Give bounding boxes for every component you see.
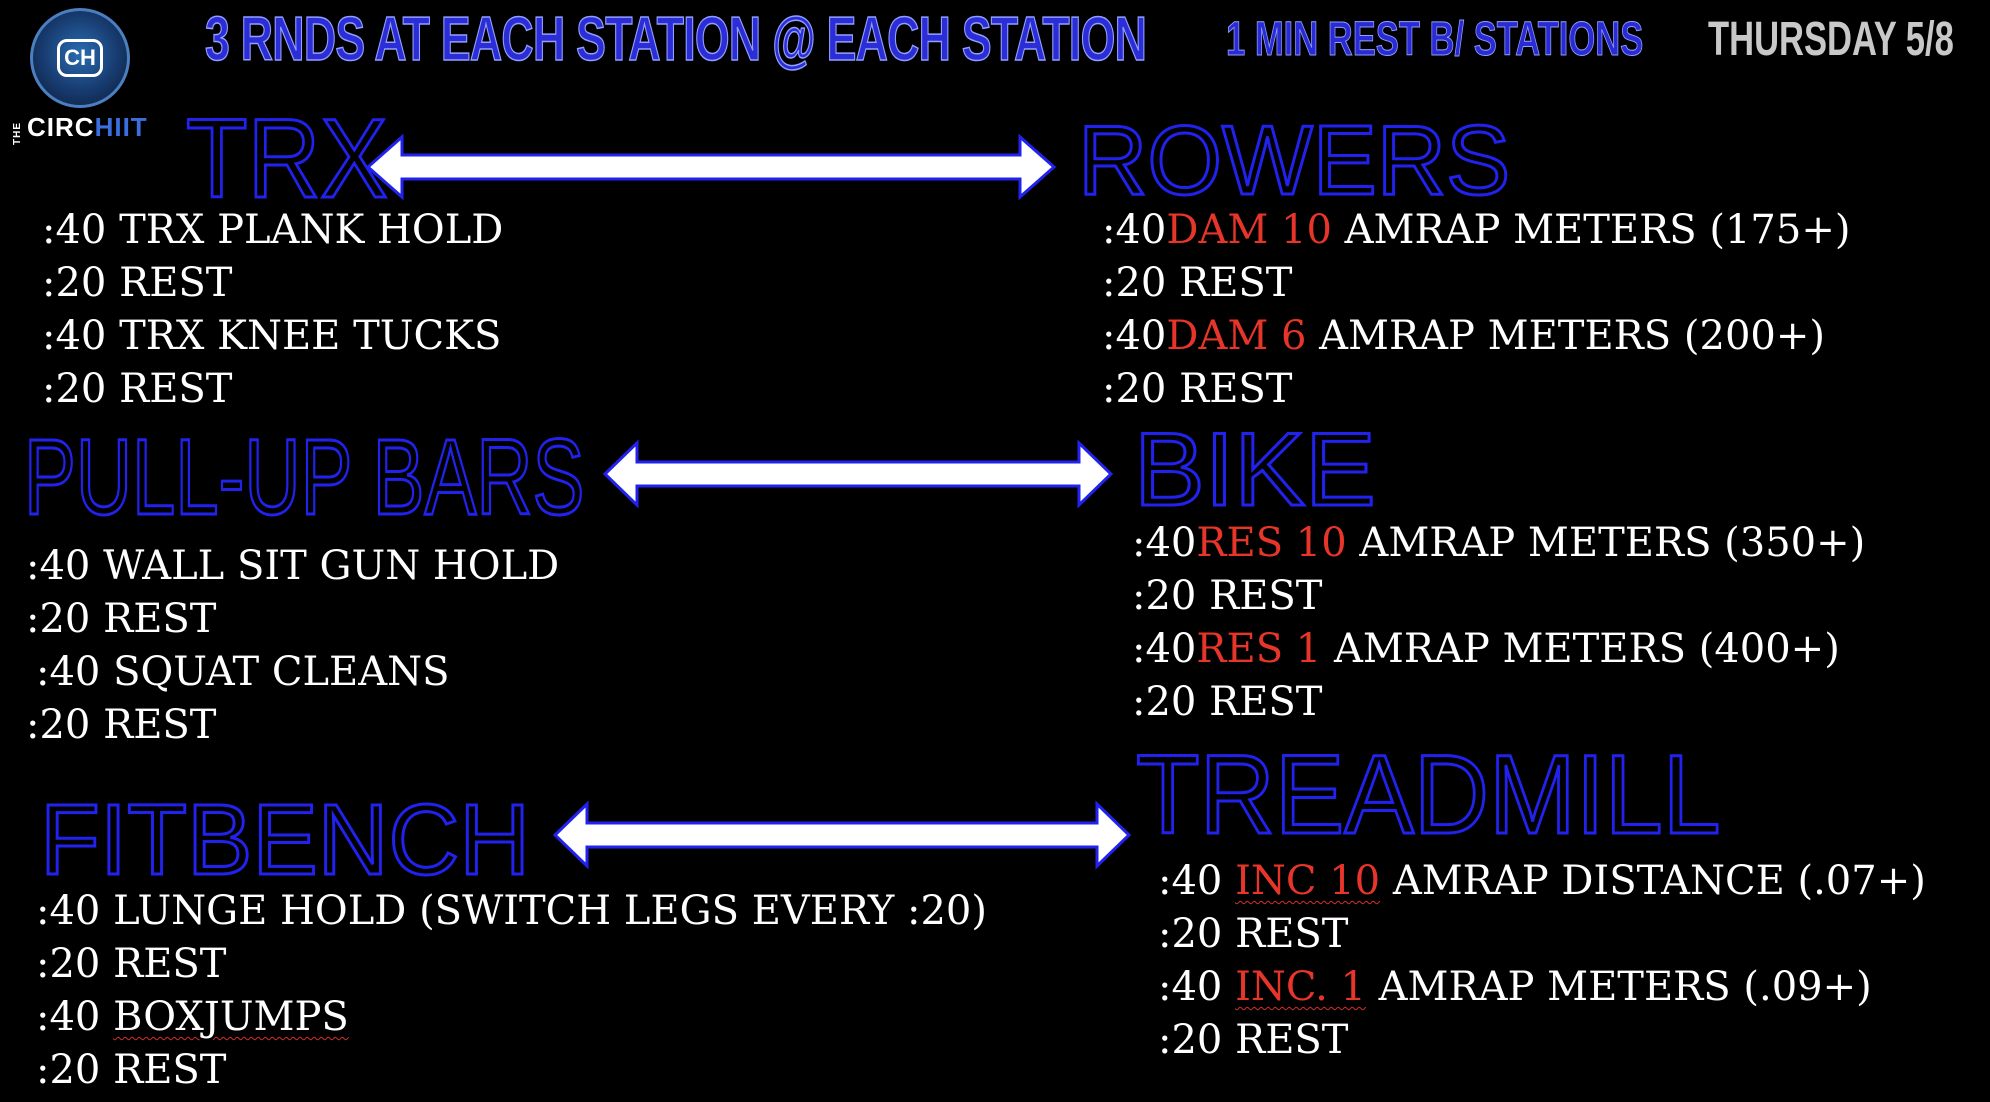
circhiit-logo-icon: CH <box>30 8 130 108</box>
logo-hiit: HIIT <box>94 112 148 142</box>
exercise-setting: RES 1 <box>1196 626 1322 672</box>
logo-circ: CIRC <box>27 112 95 142</box>
exercise-line: :20 REST <box>1102 366 1293 412</box>
exercise-line: :20 REST <box>1158 911 1349 957</box>
header-rest-note: 1 MIN REST B/ STATIONS <box>1226 13 1644 67</box>
header-date: THURSDAY 5/8 <box>1708 13 1954 66</box>
exercise-setting: DAM 10 <box>1166 207 1332 253</box>
exercise-line: :20 REST <box>1132 679 1323 725</box>
exercise-line: :40 INC. 1 AMRAP METERS (.09+) <box>1158 961 1926 1014</box>
exercise-line: :40 SQUAT CLEANS <box>36 649 450 695</box>
exercise-line: :40 WALL SIT GUN HOLD <box>26 543 560 589</box>
logo-the: THE <box>12 122 23 145</box>
exercise-line: :20 REST <box>42 366 233 412</box>
station-title-trx: TRX <box>185 96 389 221</box>
double-arrow-icon <box>602 439 1114 509</box>
exercise-setting: INC 10 <box>1235 858 1381 904</box>
exercise-line: :20 REST <box>1132 573 1323 619</box>
station-title-bike: BIKE <box>1132 412 1377 528</box>
exercise-line: :20 REST <box>42 260 233 306</box>
station-title-pull-up-bars: PULL-UP BARS <box>23 416 586 537</box>
exercise-time: :40 <box>1132 626 1197 672</box>
exercise-line: :40 BOXJUMPS <box>36 991 987 1044</box>
station-title-rowers: ROWERS <box>1077 105 1512 215</box>
exercise-goal: AMRAP METERS (.09+) <box>1365 964 1872 1010</box>
exercise-goal: AMRAP METERS (175+) <box>1331 207 1851 253</box>
header-title: 3 RNDS AT EACH STATION @ EACH STATION <box>204 4 1147 75</box>
trx-exercise-list: :40 TRX PLANK HOLD :20 REST :40 TRX KNEE… <box>42 204 503 416</box>
exercise-line: :40 LUNGE HOLD (SWITCH LEGS EVERY :20) <box>36 888 987 934</box>
exercise-line: :20 REST <box>26 702 217 748</box>
exercise-line: :20 REST <box>36 1047 227 1093</box>
exercise-time: :40 <box>1102 207 1167 253</box>
exercise-line: :40 INC 10 AMRAP DISTANCE (.07+) <box>1158 855 1926 908</box>
double-arrow-icon <box>365 133 1057 201</box>
fitbench-exercise-list: :40 LUNGE HOLD (SWITCH LEGS EVERY :20) :… <box>36 885 987 1097</box>
exercise-line: :40 TRX PLANK HOLD <box>42 207 504 253</box>
exercise-name: BOXJUMPS <box>113 994 349 1040</box>
station-title-treadmill: TREADMILL <box>1135 732 1722 857</box>
rowers-exercise-list: :40DAM 10 AMRAP METERS (175+) :20 REST :… <box>1102 204 1850 416</box>
treadmill-exercise-list: :40 INC 10 AMRAP DISTANCE (.07+) :20 RES… <box>1158 855 1926 1067</box>
exercise-goal: AMRAP DISTANCE (.07+) <box>1380 858 1926 904</box>
exercise-line: :20 REST <box>36 941 227 987</box>
exercise-line: :40RES 10 AMRAP METERS (350+) <box>1132 517 1865 570</box>
exercise-time: :40 <box>1158 858 1236 904</box>
double-arrow-icon <box>552 800 1132 870</box>
exercise-setting: INC. 1 <box>1235 964 1366 1010</box>
exercise-time: :40 <box>1132 520 1197 566</box>
exercise-line: :40 TRX KNEE TUCKS <box>42 313 502 359</box>
exercise-time: :40 <box>36 994 114 1040</box>
pull-up-exercise-list: :40 WALL SIT GUN HOLD :20 REST :40 SQUAT… <box>26 540 559 752</box>
exercise-line: :40DAM 6 AMRAP METERS (200+) <box>1102 310 1850 363</box>
exercise-goal: AMRAP METERS (350+) <box>1346 520 1866 566</box>
exercise-line: :40RES 1 AMRAP METERS (400+) <box>1132 623 1865 676</box>
station-title-fitbench: FITBENCH <box>39 784 532 896</box>
exercise-line: :20 REST <box>26 596 217 642</box>
exercise-line: :20 REST <box>1158 1017 1349 1063</box>
bike-exercise-list: :40RES 10 AMRAP METERS (350+) :20 REST :… <box>1132 517 1865 729</box>
logo-wordmark: THE CIRCHIIT <box>6 112 148 145</box>
exercise-line: :20 REST <box>1102 260 1293 306</box>
exercise-setting: RES 10 <box>1196 520 1347 566</box>
logo-mark: CH <box>57 39 103 77</box>
exercise-goal: AMRAP METERS (400+) <box>1321 626 1840 672</box>
exercise-time: :40 <box>1102 313 1167 359</box>
exercise-time: :40 <box>1158 964 1236 1010</box>
exercise-line: :40DAM 10 AMRAP METERS (175+) <box>1102 204 1850 257</box>
exercise-setting: DAM 6 <box>1166 313 1307 359</box>
exercise-goal: AMRAP METERS (200+) <box>1306 313 1825 359</box>
